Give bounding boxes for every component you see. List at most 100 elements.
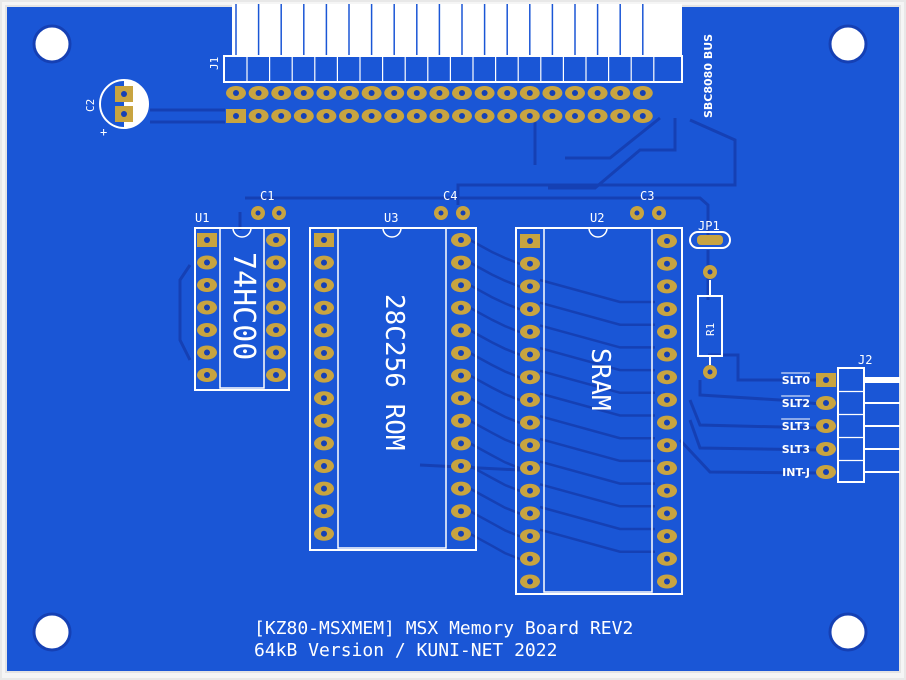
u2-pin-drill <box>527 555 533 562</box>
bus-trace <box>539 346 655 372</box>
j1-pad-drill <box>436 113 443 119</box>
j1-pad-drill <box>278 113 285 119</box>
bus-trace <box>539 528 655 553</box>
r1-drill <box>707 269 713 275</box>
u3-pin <box>451 323 471 338</box>
u2-pin-drill <box>527 419 533 426</box>
rom-sram-bus-traces <box>469 238 655 561</box>
u3-pin <box>451 526 471 541</box>
u1-pin <box>197 255 217 270</box>
trace <box>456 118 737 205</box>
u2-pin <box>657 506 677 521</box>
u3-pin <box>314 391 334 406</box>
u3-pin <box>314 481 334 496</box>
u2-pin-drill <box>664 487 670 494</box>
u2-pin-drill <box>527 238 533 244</box>
c2-ref-label: C2 <box>84 99 97 112</box>
j1-pad <box>406 109 427 123</box>
ic-u3: U3 28C256 ROM <box>309 211 477 551</box>
bus-trace <box>539 414 655 440</box>
mounting-hole-top-right <box>828 24 868 64</box>
j2-pad <box>816 465 836 479</box>
capacitor-c3: C3 <box>630 189 666 220</box>
u1-pin <box>197 368 217 382</box>
mounting-hole-bottom-right <box>828 612 868 652</box>
u2-pin-drill <box>527 510 533 517</box>
u3-pin-drill <box>458 530 464 537</box>
u3-pin <box>314 526 334 541</box>
u3-pin-drill <box>458 327 464 334</box>
u3-pin-drill <box>458 259 464 266</box>
j1-pad-drill <box>255 90 262 96</box>
j1-pad <box>226 109 246 123</box>
u2-pin <box>657 483 677 498</box>
mounting-hole-top-left <box>32 24 72 64</box>
u1-pin-drill <box>204 282 210 288</box>
j2-pad-drill <box>823 400 829 406</box>
u2-pin-drill <box>527 533 533 540</box>
board-title-line2: 64kB Version / KUNI-NET 2022 <box>254 640 557 661</box>
u1-pin <box>266 345 286 360</box>
u3-pin <box>451 413 471 428</box>
j1-pad-drill <box>639 113 646 119</box>
j2-pad <box>816 442 836 456</box>
c4-ref-label: C4 <box>443 189 457 203</box>
j1-pad-drill <box>368 113 375 119</box>
j1-pad <box>361 86 382 100</box>
j1-pad-drill <box>233 90 239 96</box>
u3-pin-drill <box>458 350 464 356</box>
j1-pad <box>271 86 292 100</box>
j1-pad-drill <box>300 90 307 96</box>
u3-pin-drill <box>321 530 327 537</box>
u3-pin <box>451 436 471 451</box>
j1-pad <box>542 86 563 100</box>
j1-pad <box>474 86 495 100</box>
u2-pin <box>657 574 677 589</box>
u2-pin <box>520 415 540 430</box>
u2-pin-drill <box>527 283 533 290</box>
u2-pin <box>520 483 540 498</box>
u2-pin <box>657 461 677 475</box>
u3-pin <box>451 233 471 247</box>
capacitor-c1: C1 <box>251 189 286 220</box>
j1-pad-drill <box>481 113 488 119</box>
ic-u2: U2 SRAM <box>515 211 683 595</box>
j1-pad <box>339 86 359 100</box>
u1-pin <box>197 300 217 315</box>
u2-pin <box>520 234 540 248</box>
u2-ref-label: U2 <box>590 211 604 225</box>
u2-pin-drill <box>664 260 670 267</box>
u2-pin <box>657 551 677 566</box>
u2-pin-drill <box>664 555 670 562</box>
u3-pin <box>451 481 471 496</box>
j2-signal-label: SLT3 <box>782 420 810 433</box>
u2-pin <box>657 256 677 271</box>
u1-pin-drill <box>273 327 279 333</box>
u3-body <box>337 227 447 549</box>
r1-ref-label: R1 <box>704 323 717 336</box>
j1-pad <box>316 109 337 123</box>
u1-pin <box>266 233 286 247</box>
u3-pin-drill <box>321 417 327 424</box>
j2-signal-label: SLT3 <box>782 443 810 456</box>
j1-pad-drill <box>459 90 465 96</box>
j1-pad <box>474 109 495 123</box>
u3-pin-drill <box>458 395 464 402</box>
j1-pad-drill <box>526 90 533 96</box>
j1-pad <box>565 86 585 100</box>
bus-trace <box>469 419 521 447</box>
j1-pad-drill <box>617 113 624 119</box>
bus-trace <box>469 284 521 311</box>
bus-trace <box>469 329 521 356</box>
c3-drill <box>656 210 662 216</box>
u1-pin <box>197 278 217 292</box>
u3-pin-drill <box>321 237 327 243</box>
u2-pin-drill <box>527 260 533 267</box>
capacitor-c4: C4 <box>434 189 470 220</box>
capacitor-c2: C2 + <box>84 79 149 139</box>
c2-drill <box>121 111 127 117</box>
u1-pin-drill <box>273 372 279 378</box>
u2-pin-drill <box>527 328 533 335</box>
u2-pin <box>520 529 540 544</box>
u1-pin-drill <box>204 259 210 266</box>
